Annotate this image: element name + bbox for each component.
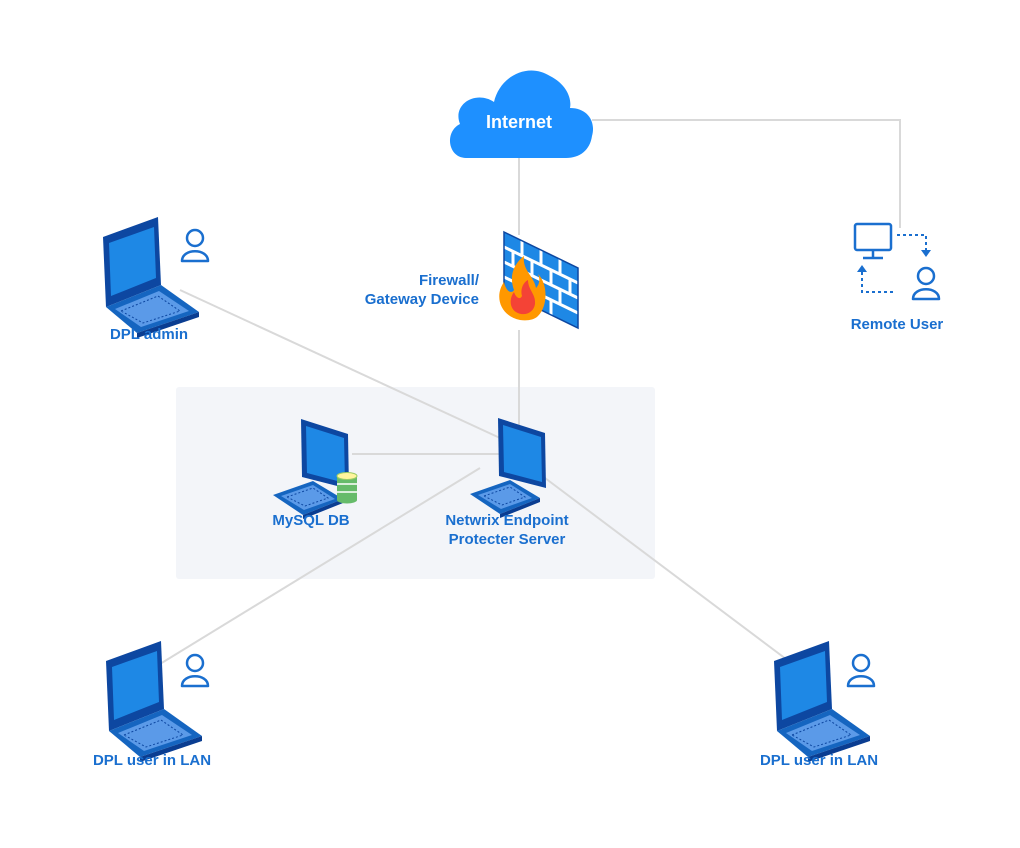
firewall-node: Firewall/ Gateway Device (365, 230, 579, 330)
firewall-icon (499, 230, 579, 330)
laptop-icon (102, 216, 200, 339)
user-icon (180, 228, 210, 263)
remote-user-label: Remote User (851, 316, 944, 333)
server-node: Netwrix Endpoint Protecter Server (445, 417, 569, 548)
firewall-label-line2: Gateway Device (365, 291, 479, 308)
internet-label: Internet (486, 112, 552, 132)
server-label-line2: Protecter Server (449, 531, 566, 548)
mysql-db-node: MySQL DB (272, 418, 358, 529)
server-zone (176, 387, 655, 579)
connector-server-lan-right (544, 477, 791, 663)
lan-user-right-node: DPL user in LAN (760, 640, 878, 769)
server-label-line1: Netwrix Endpoint (445, 512, 568, 529)
internet-node: Internet (449, 70, 594, 158)
user-icon (846, 653, 876, 688)
remote-desktop-user-icon (853, 222, 941, 301)
lan-user-right-label: DPL user in LAN (760, 752, 878, 769)
lan-user-left-label: DPL user in LAN (93, 752, 211, 769)
dpl-admin-label: DPL admin (110, 326, 188, 343)
user-icon (180, 653, 210, 688)
firewall-label-line1: Firewall/ (419, 272, 480, 289)
laptop-icon (773, 640, 871, 763)
remote-user-node: Remote User (851, 222, 944, 333)
mysql-db-label: MySQL DB (272, 512, 349, 529)
cloud-icon (449, 70, 594, 158)
connector-internet-remote-user (592, 119, 901, 228)
connectors (159, 119, 901, 665)
database-icon (336, 472, 358, 504)
connector-server-lan-left (159, 467, 481, 665)
connector-admin-server (179, 289, 501, 439)
dpl-admin-node: DPL admin (102, 216, 210, 343)
lan-user-left-node: DPL user in LAN (93, 640, 211, 769)
